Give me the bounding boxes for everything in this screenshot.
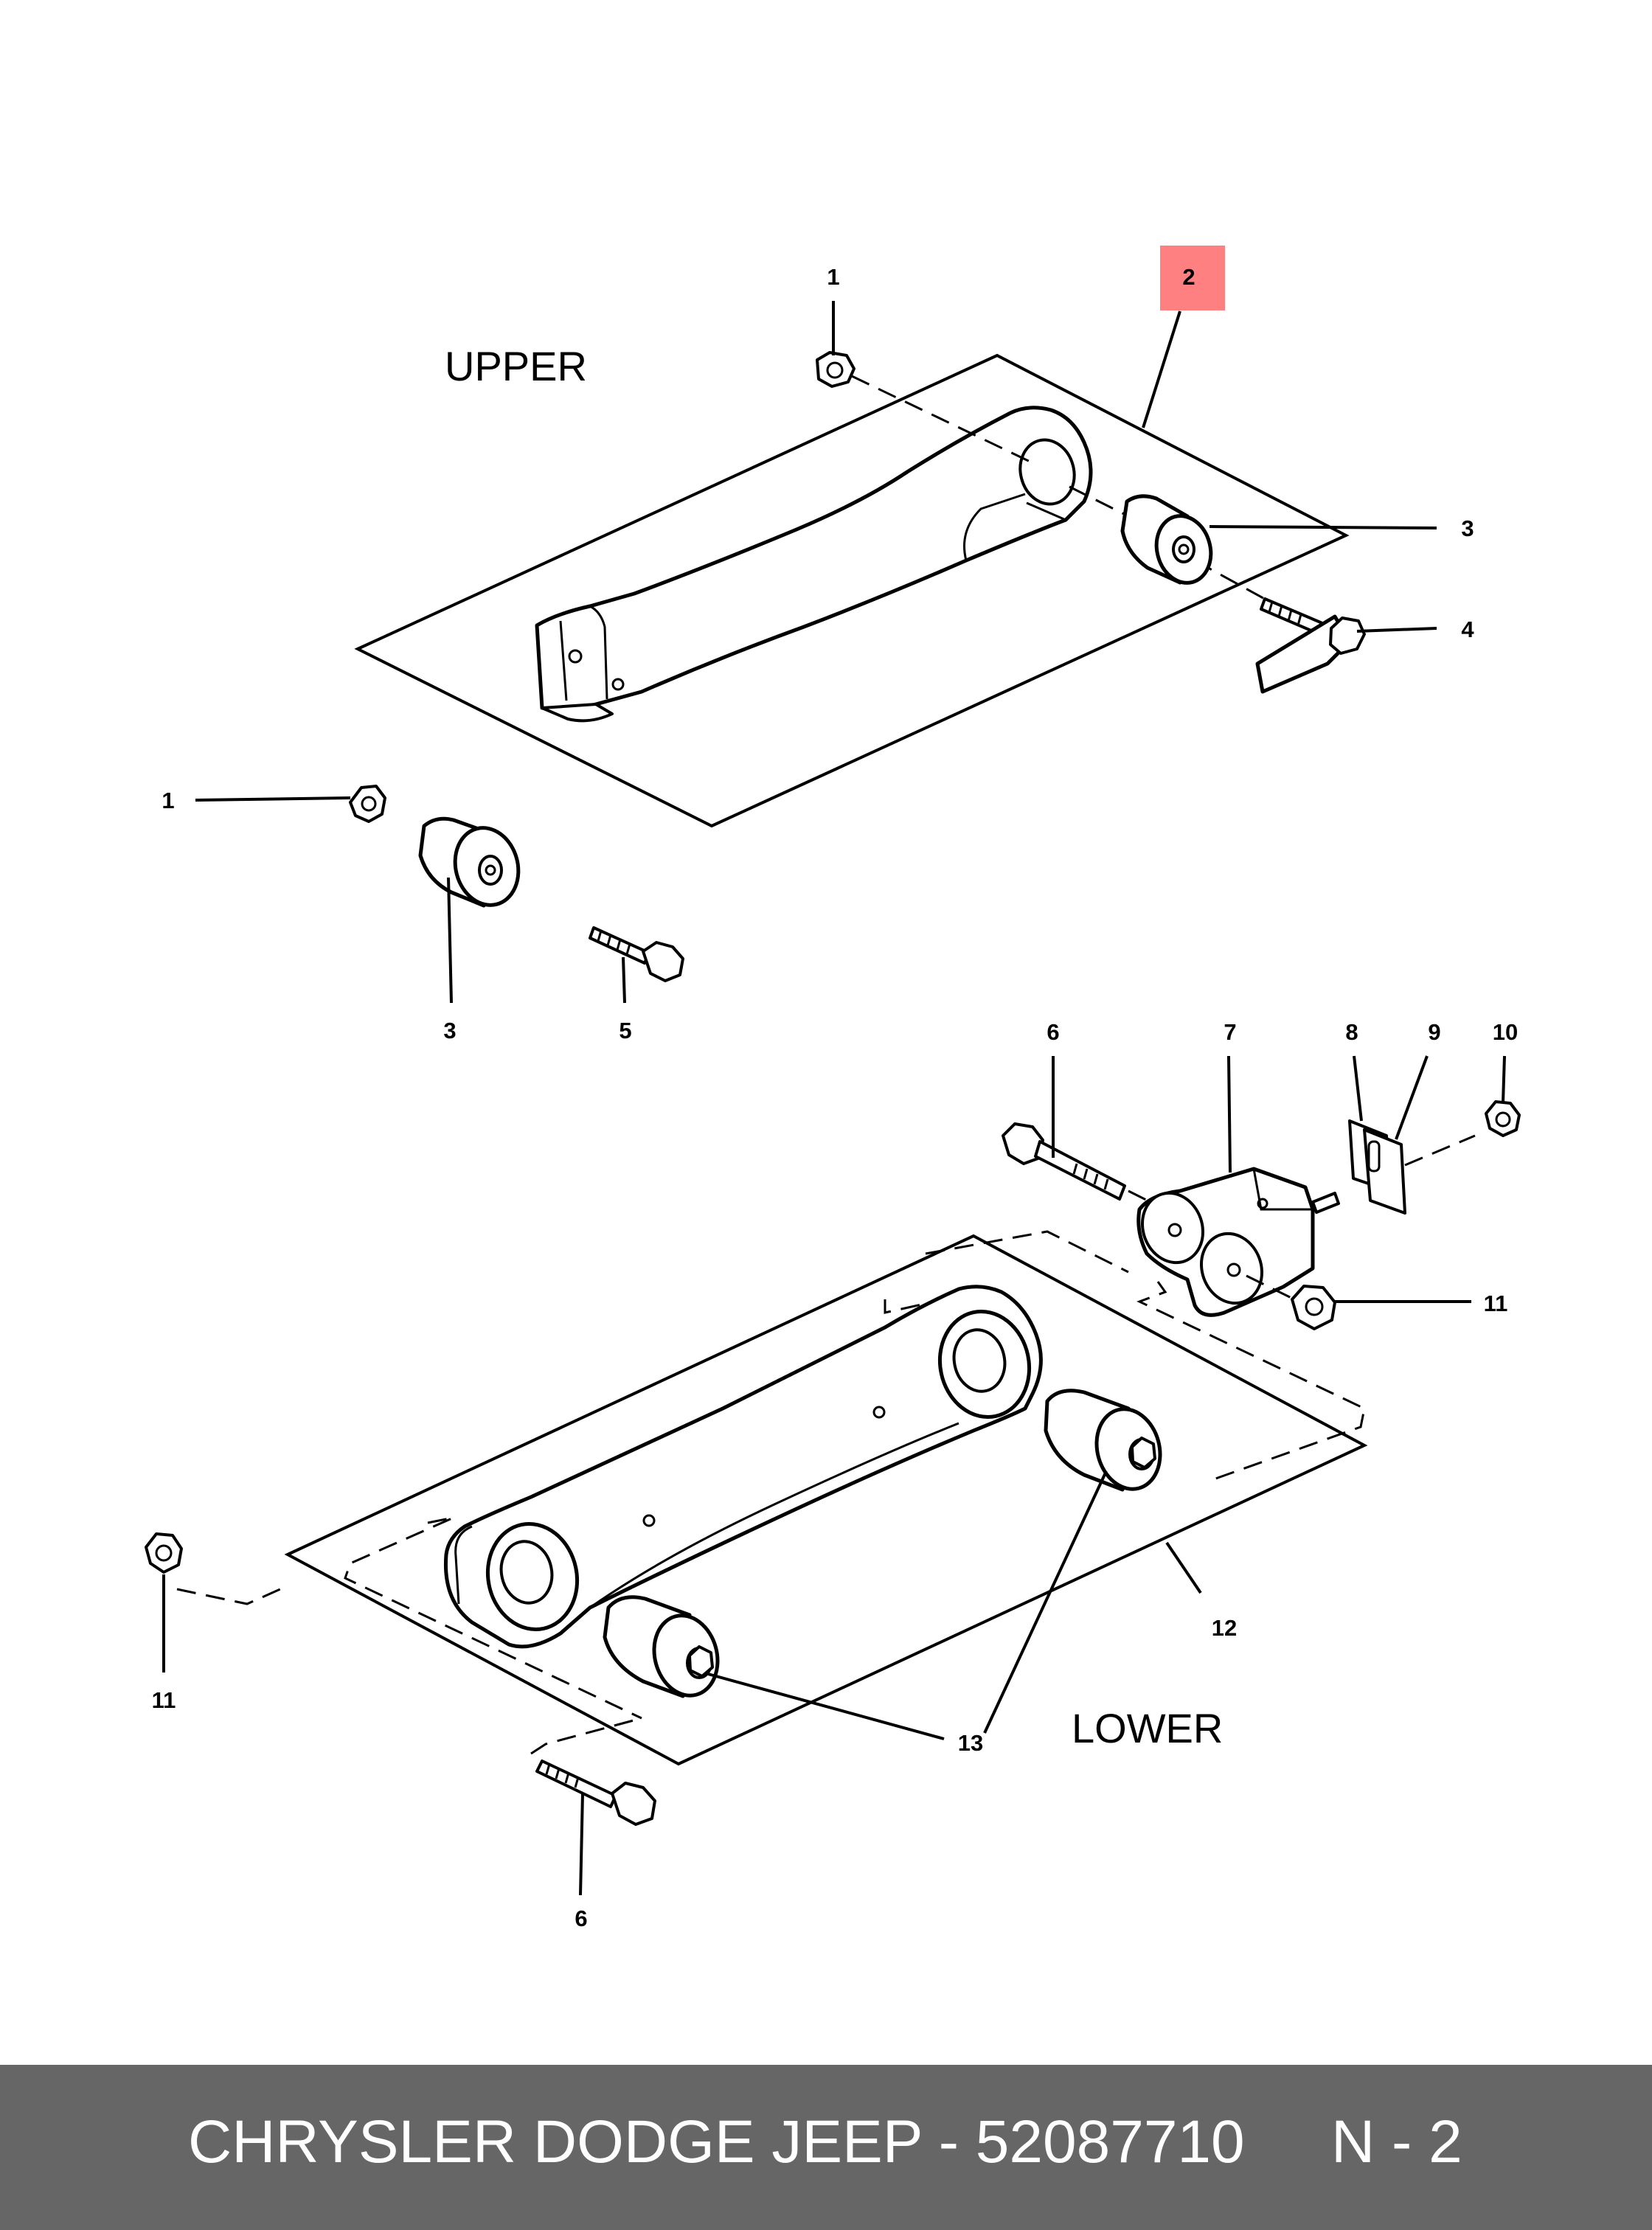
upper-control-arm-icon	[535, 406, 1093, 723]
callout-highlight	[1160, 246, 1225, 310]
bushing-icon	[603, 1595, 720, 1698]
callout-3: 3	[1461, 515, 1474, 541]
callout-3: 3	[443, 1018, 456, 1043]
callout-11: 11	[1484, 1291, 1508, 1316]
nut-icon	[349, 785, 386, 823]
callout-1: 1	[162, 788, 174, 813]
upper-group: UPPER	[354, 343, 1366, 828]
bracket-icon	[1136, 1167, 1340, 1317]
callout-6: 6	[575, 1906, 587, 1931]
callout-12: 12	[1212, 1615, 1237, 1641]
upper-panel	[354, 353, 1350, 828]
lower-panel	[284, 1234, 1368, 1766]
loose-parts-group	[349, 785, 684, 982]
leader-lines	[162, 301, 1506, 1896]
nut-icon	[1485, 1100, 1521, 1137]
nut-icon	[1291, 1285, 1336, 1330]
bolt-with-plate-icon	[1255, 597, 1366, 694]
callout-7: 7	[1224, 1019, 1236, 1045]
callout-6: 6	[1047, 1019, 1059, 1045]
lower-section-label: LOWER	[1072, 1705, 1223, 1751]
lower-control-arm-icon	[443, 1285, 1043, 1649]
callout-13: 13	[958, 1730, 983, 1756]
nut-icon	[816, 351, 856, 388]
bushing-icon	[1044, 1389, 1162, 1492]
callout-4: 4	[1461, 616, 1474, 642]
callout-labels: 1 2 3 4 1 3 5 6 7 8 9 10 11 11 12 13 6	[152, 246, 1518, 1931]
callout-1: 1	[827, 264, 839, 290]
lower-group: LOWER	[145, 1230, 1368, 1826]
footer-page-code: N - 2	[1331, 2108, 1462, 2175]
callout-2: 2	[1182, 264, 1195, 290]
callout-11: 11	[152, 1687, 176, 1713]
nut-icon	[145, 1532, 183, 1574]
bushing-icon	[418, 816, 521, 908]
callout-5: 5	[619, 1018, 631, 1043]
callout-10: 10	[1493, 1019, 1518, 1045]
callout-9: 9	[1428, 1019, 1440, 1045]
bolt-icon	[589, 926, 684, 982]
callout-8: 8	[1345, 1019, 1358, 1045]
footer-bar	[0, 2065, 1652, 2230]
bolt-icon	[1002, 1122, 1126, 1201]
footer-part-number: CHRYSLER DODGE JEEP - 52087710	[188, 2108, 1245, 2175]
bracket-assembly-group	[1002, 1100, 1521, 1330]
bolt-icon	[535, 1760, 656, 1826]
upper-section-label: UPPER	[445, 343, 587, 389]
bushing-icon	[1120, 494, 1213, 585]
retainer-plate-icon	[1348, 1119, 1406, 1215]
